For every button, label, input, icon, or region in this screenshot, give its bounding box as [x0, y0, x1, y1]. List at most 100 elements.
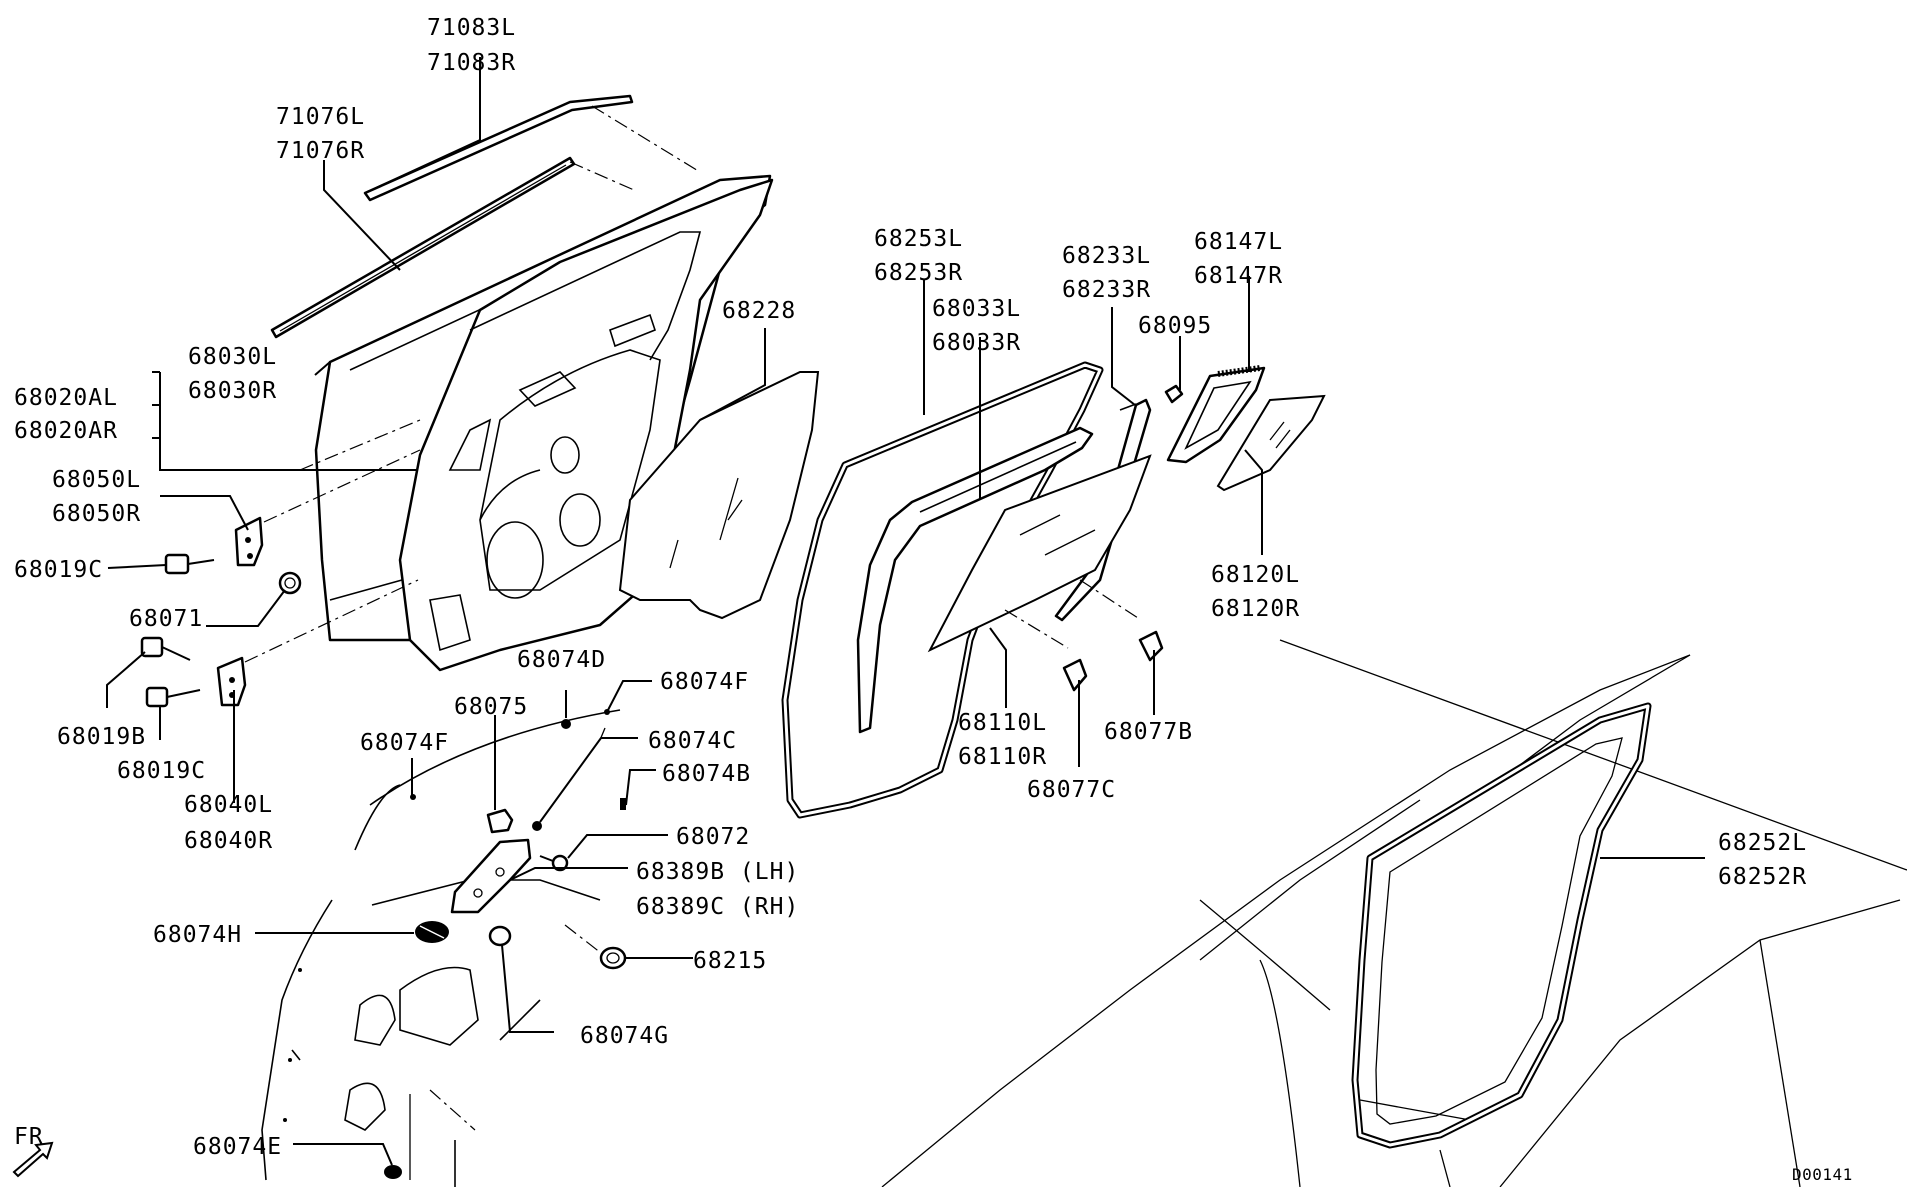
svg-text:68120R: 68120R: [1211, 596, 1300, 622]
part-label-68120: 68120L 68120R: [1211, 562, 1300, 622]
centerline-upper-hinge: [263, 449, 421, 523]
svg-text:68030L: 68030L: [188, 344, 277, 370]
part-label-68074E: 68074E: [193, 1134, 282, 1160]
grommet-68215: [599, 946, 627, 970]
part-label-68253: 68253L 68253R: [874, 226, 963, 286]
part-label-68074C: 68074C: [648, 728, 737, 754]
centerline-71076: [569, 161, 635, 191]
svg-text:71076R: 71076R: [276, 138, 365, 164]
centerline-71083: [591, 105, 701, 173]
svg-text:68020AR: 68020AR: [14, 418, 118, 444]
part-label-71083: 71083L 71083R: [427, 15, 516, 76]
glass-run-seal-68253: [781, 361, 1104, 819]
part-label-68072: 68072: [676, 824, 750, 850]
screw-68072: [539, 854, 569, 872]
part-label-68074F-upper: 68074F: [660, 669, 749, 695]
svg-text:68050L: 68050L: [52, 467, 141, 493]
lower-hinge-68040: [216, 656, 247, 707]
svg-text:68040L: 68040L: [184, 792, 273, 818]
centerline-lower-hinge: [244, 579, 419, 663]
quarter-frame-68147: [1166, 365, 1266, 464]
part-label-68040: 68040L 68040R: [184, 792, 273, 854]
door-glass-68228: [618, 371, 820, 620]
part-label-68228: 68228: [722, 298, 796, 324]
pin-68075: [486, 808, 514, 834]
clip-68074B: [620, 798, 626, 810]
part-label-68147: 68147L 68147R: [1194, 229, 1283, 289]
clip-68074C: [532, 821, 542, 831]
bracket-68389: [450, 838, 532, 914]
clip-68074F-lower: [410, 794, 416, 800]
svg-text:68033R: 68033R: [932, 330, 1021, 356]
part-label-68019C-upper: 68019C: [14, 557, 103, 583]
part-label-68252: 68252L 68252R: [1718, 830, 1807, 890]
drawing-code: D00141: [1792, 1165, 1853, 1184]
svg-text:68147L: 68147L: [1194, 229, 1283, 255]
centerline-door-mount: [299, 419, 421, 471]
part-label-68074D: 68074D: [517, 647, 606, 673]
division-bar-68233: [1054, 398, 1152, 622]
plug-68074H: [415, 921, 449, 943]
front-direction-label: FR: [14, 1124, 44, 1150]
part-label-68077B: 68077B: [1104, 719, 1193, 745]
window-channel-68033: [856, 426, 1094, 734]
svg-text:68253R: 68253R: [874, 260, 963, 286]
part-label-68050: 68050L 68050R: [52, 467, 141, 527]
door-glass-68110: [927, 454, 1152, 653]
svg-text:68020AL: 68020AL: [14, 385, 118, 411]
bolt-68019B: [140, 636, 191, 661]
part-label-68019B: 68019B: [57, 724, 146, 750]
roof-molding-71083: [363, 94, 634, 202]
svg-text:68233L: 68233L: [1062, 243, 1151, 269]
part-label-68233: 68233L 68233R: [1062, 243, 1151, 303]
part-label-71076: 71076L 71076R: [276, 104, 365, 164]
part-label-68020A: 68020AL 68020AR: [14, 385, 118, 444]
svg-text:68389C (RH): 68389C (RH): [636, 894, 799, 920]
lower-door-section: [261, 709, 621, 1187]
part-label-68071: 68071: [129, 606, 203, 632]
part-label-68074G: 68074G: [580, 1023, 669, 1049]
upper-hinge-68050: [234, 516, 264, 567]
svg-text:68030R: 68030R: [188, 378, 277, 404]
part-label-68077C: 68077C: [1027, 777, 1116, 803]
nut-68071: [278, 571, 302, 595]
svg-text:68110R: 68110R: [958, 744, 1047, 770]
part-label-68215: 68215: [693, 948, 767, 974]
svg-text:71076L: 71076L: [276, 104, 365, 130]
part-label-68095: 68095: [1138, 313, 1212, 339]
part-label-68074F-lower: 68074F: [360, 730, 449, 756]
bolt-68019C-lower: [145, 686, 201, 708]
svg-text:68389B (LH): 68389B (LH): [636, 859, 799, 885]
bolt-68077B: [1138, 630, 1164, 662]
clip-68095: [1164, 384, 1184, 404]
part-label-68075: 68075: [454, 694, 528, 720]
bolt-68019C-upper: [164, 553, 215, 575]
svg-text:68233R: 68233R: [1062, 277, 1151, 303]
door-opening-weatherstrip-68252: [1351, 702, 1652, 1149]
rear-door-inner-frame-68020A: [398, 178, 774, 672]
svg-text:71083L: 71083L: [427, 15, 516, 41]
bolt-68077C: [1062, 658, 1088, 692]
svg-text:68050R: 68050R: [52, 501, 141, 527]
part-label-68074B: 68074B: [662, 761, 751, 787]
svg-text:68253L: 68253L: [874, 226, 963, 252]
leader-lines: [106, 57, 1705, 1166]
front-direction-arrow-icon: [12, 1141, 54, 1178]
svg-text:68252R: 68252R: [1718, 864, 1807, 890]
svg-text:68040R: 68040R: [184, 828, 273, 854]
svg-text:68120L: 68120L: [1211, 562, 1300, 588]
part-label-68033: 68033L 68033R: [932, 296, 1021, 356]
part-label-68019C-lower: 68019C: [117, 758, 206, 784]
svg-text:71083R: 71083R: [427, 50, 516, 76]
svg-text:68110L: 68110L: [958, 710, 1047, 736]
svg-text:68252L: 68252L: [1718, 830, 1807, 856]
svg-text:68033L: 68033L: [932, 296, 1021, 322]
quarter-glass-68120: [1216, 394, 1326, 492]
part-label-68110: 68110L 68110R: [958, 710, 1047, 770]
plug-68074G: [488, 925, 512, 947]
clip-68074D: [561, 719, 571, 729]
part-label-68389: 68389B (LH) 68389C (RH): [636, 859, 799, 920]
part-label-68030: 68030L 68030R: [188, 344, 277, 404]
svg-text:68147R: 68147R: [1194, 263, 1283, 289]
